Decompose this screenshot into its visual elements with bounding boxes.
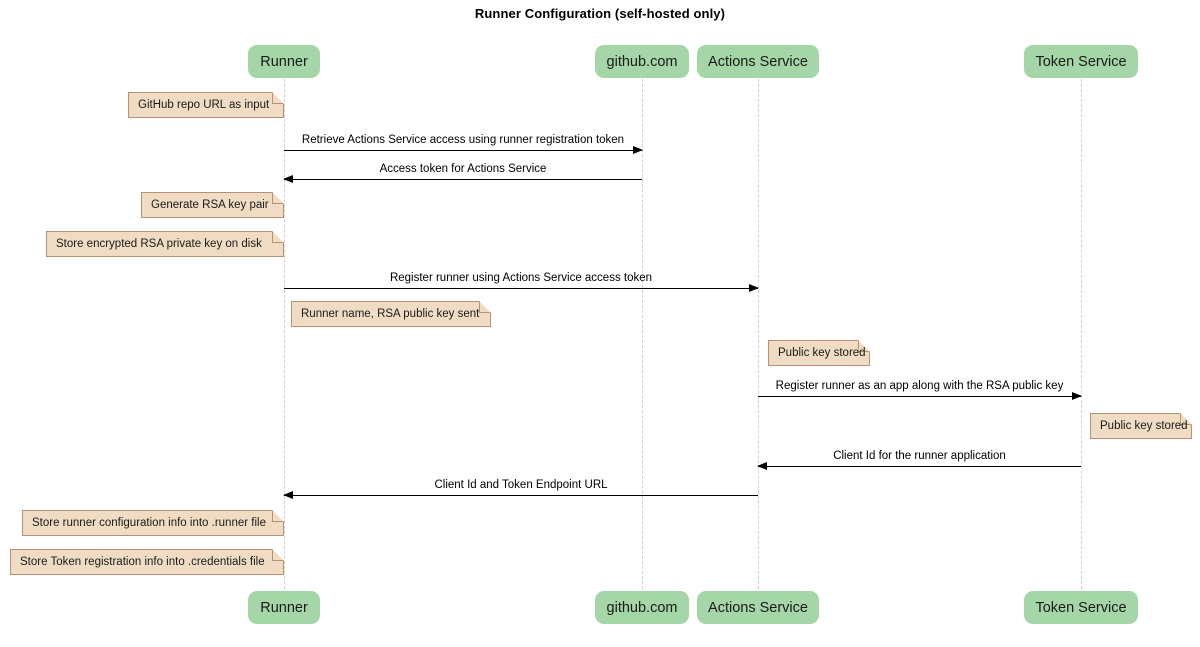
lifeline-actions [758,79,759,589]
note-text: Store Token registration info into .cred… [20,556,265,568]
message-line-msg-5 [757,461,1081,470]
participant-token-bottom[interactable]: Token Service [1024,591,1138,624]
note-note-4: Runner name, RSA public key sent [291,301,491,327]
message-line-msg-6 [283,490,758,499]
page-title: Runner Configuration (self-hosted only) [474,6,726,21]
lifeline-runner [284,79,285,589]
arrowhead-icon [749,283,759,292]
note-note-5: Public key stored [768,340,870,366]
note-text: GitHub repo URL as input [138,99,270,111]
participant-label: github.com [606,53,678,70]
participant-label: Actions Service [708,599,808,616]
participant-actions-bottom[interactable]: Actions Service [697,591,819,624]
message-label-msg-4: Register runner as an app along with the… [775,380,1064,392]
note-text: Runner name, RSA public key sent [301,308,480,320]
note-text: Generate RSA key pair [151,199,269,211]
arrowhead-icon [757,461,767,470]
arrowhead-icon [1072,391,1082,400]
note-note-7: Store runner configuration info into .ru… [22,510,284,536]
note-note-8: Store Token registration info into .cred… [10,549,284,575]
participant-github-top[interactable]: github.com [595,45,689,78]
note-text: Store runner configuration info into .ru… [32,517,266,529]
note-text: Store encrypted RSA private key on disk [56,238,262,250]
participant-actions-top[interactable]: Actions Service [697,45,819,78]
message-line-msg-2 [283,174,642,183]
message-label-msg-6: Client Id and Token Endpoint URL [434,479,608,491]
message-line-msg-3 [284,283,759,292]
note-text: Public key stored [778,347,866,359]
arrowhead-icon [633,145,643,154]
arrowhead-icon [283,174,293,183]
participant-label: github.com [606,599,678,616]
message-label-msg-1: Retrieve Actions Service access using ru… [301,134,625,146]
lifeline-github [642,79,643,589]
participant-github-bottom[interactable]: github.com [595,591,689,624]
participant-label: Runner [260,599,308,616]
participant-token-top[interactable]: Token Service [1024,45,1138,78]
message-label-msg-5: Client Id for the runner application [833,450,1006,462]
message-label-msg-3: Register runner using Actions Service ac… [389,272,653,284]
note-text: Public key stored [1100,420,1188,432]
message-line-msg-4 [758,391,1082,400]
note-note-3: Store encrypted RSA private key on disk [46,231,284,257]
note-note-6: Public key stored [1090,413,1192,439]
arrowhead-icon [283,490,293,499]
participant-runner-bottom[interactable]: Runner [248,591,320,624]
lifeline-token [1081,79,1082,589]
message-line-msg-1 [284,145,643,154]
participant-label: Token Service [1035,53,1127,70]
participant-label: Actions Service [708,53,808,70]
note-note-1: GitHub repo URL as input [128,92,284,118]
message-label-msg-2: Access token for Actions Service [379,163,547,175]
note-note-2: Generate RSA key pair [141,192,284,218]
participant-label: Runner [260,53,308,70]
participant-runner-top[interactable]: Runner [248,45,320,78]
participant-label: Token Service [1035,599,1127,616]
